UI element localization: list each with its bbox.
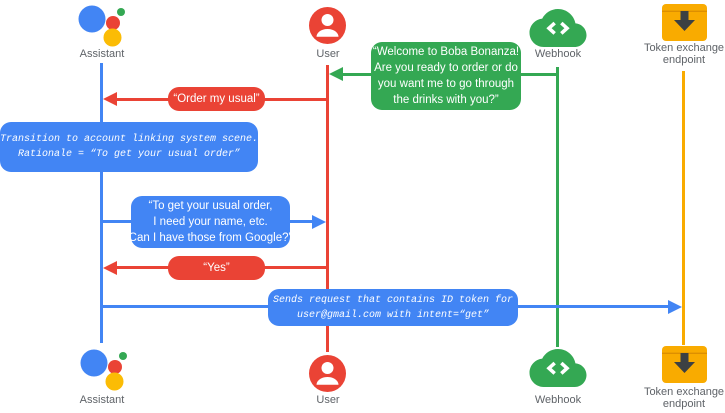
ask-info-line-3: Can I have those from Google?” — [128, 232, 293, 244]
yes-text: “Yes” — [203, 262, 230, 274]
welcome-message-bubble: “Welcome to Boba Bonanza! Are you ready … — [371, 42, 521, 110]
user-label-bottom: User — [316, 394, 340, 406]
transition-note-line1: Transition to account linking system sce… — [0, 134, 259, 145]
assistant-label-top: Assistant — [79, 48, 125, 60]
webhook-label-bottom: Webhook — [534, 394, 582, 406]
transition-note-bubble: Transition to account linking system sce… — [0, 122, 258, 172]
token-endpoint-icon-top — [662, 4, 707, 41]
webhook-icon-top — [529, 9, 587, 47]
welcome-line-3: you want me to go through — [377, 78, 515, 90]
webhook-label-top: Webhook — [534, 48, 582, 60]
order-usual-arrowhead — [103, 92, 117, 106]
order-usual-text: “Order my usual” — [173, 93, 260, 105]
send-request-line1: Sends request that contains ID token for — [272, 294, 514, 306]
user-label-top: User — [316, 48, 340, 60]
send-request-line2: user@gmail.com with intent=“get” — [296, 309, 490, 321]
assistant-icon-bottom — [80, 349, 127, 391]
order-usual-bubble: “Order my usual” — [168, 87, 265, 111]
yes-arrowhead — [103, 261, 117, 275]
transition-note-line2: Rationale = “To get your usual order” — [17, 149, 241, 160]
ask-info-line-2: I need your name, etc. — [153, 216, 268, 228]
token-endpoint-icon-bottom — [662, 346, 707, 383]
webhook-lifeline — [556, 67, 559, 347]
token-endpoint-label-line1: Token exchange — [643, 42, 725, 54]
welcome-line-4: the drinks with you?” — [393, 94, 499, 106]
token-endpoint-label-top: Token exchange endpoint — [639, 42, 725, 66]
webhook-icon-bottom — [529, 349, 587, 387]
token-endpoint-label-line1: Token exchange — [643, 386, 725, 398]
ask-info-bubble: “To get your usual order, I need your na… — [128, 196, 293, 248]
send-request-arrowhead — [668, 300, 682, 314]
yes-bubble: “Yes” — [168, 256, 265, 280]
welcome-line-1: “Welcome to Boba Bonanza! — [372, 46, 520, 58]
ask-info-line-1: “To get your usual order, — [148, 200, 273, 212]
user-lifeline — [326, 65, 329, 352]
user-icon-bottom — [309, 355, 346, 392]
welcome-line-2: Are you ready to order or do — [374, 62, 518, 74]
token-endpoint-label-bottom: Token exchange endpoint — [639, 386, 725, 410]
user-icon-top — [309, 7, 346, 44]
ask-info-arrowhead — [312, 215, 326, 229]
assistant-lifeline — [100, 63, 103, 343]
token-endpoint-lifeline — [682, 71, 685, 345]
token-endpoint-label-line2: endpoint — [662, 54, 706, 66]
assistant-label-bottom: Assistant — [79, 394, 125, 406]
send-request-bubble: Sends request that contains ID token for… — [268, 289, 518, 326]
welcome-arrowhead — [329, 67, 343, 81]
assistant-icon-top — [78, 5, 125, 47]
token-endpoint-label-line2: endpoint — [662, 398, 706, 410]
